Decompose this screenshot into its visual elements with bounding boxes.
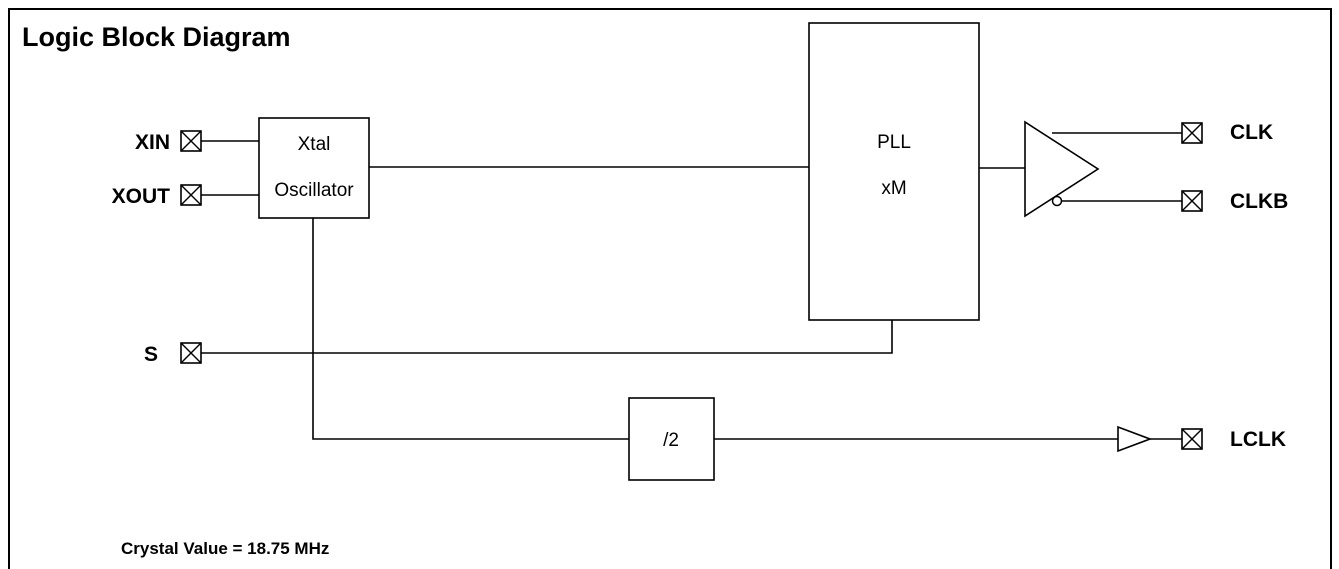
oscillator-label-line2: Oscillator	[274, 180, 354, 201]
diagram-frame	[8, 8, 1332, 569]
divider-label: /2	[663, 430, 679, 451]
lclk-buffer-icon	[1117, 425, 1153, 453]
pll-label-line2: xM	[881, 178, 906, 199]
pin-xout: XOUT	[112, 184, 202, 208]
pin-lclk: LCLK	[1181, 428, 1286, 451]
pin-label-s: S	[144, 343, 158, 366]
pin-clk: CLK	[1181, 121, 1273, 144]
oscillator-label-line1: Xtal	[298, 134, 331, 155]
pin-label-lclk: LCLK	[1230, 428, 1286, 451]
differential-driver-icon	[1024, 120, 1100, 218]
pin-xin: XIN	[135, 130, 202, 154]
pll-label-line1: PLL	[877, 132, 911, 153]
crystal-value-note: Crystal Value = 18.75 MHz	[121, 539, 329, 558]
wire-s-pll	[201, 320, 893, 354]
oscillator-block	[258, 117, 370, 219]
pin-label-xin: XIN	[135, 131, 170, 154]
diagram-title: Logic Block Diagram	[22, 22, 291, 52]
inverter-bubble-icon	[1051, 195, 1063, 207]
pin-label-clk: CLK	[1230, 121, 1273, 144]
wire-osc-divider	[312, 218, 629, 440]
pin-label-xout: XOUT	[112, 185, 171, 208]
pin-s: S	[144, 342, 202, 366]
pll-block	[808, 22, 980, 321]
pin-label-clkb: CLKB	[1230, 190, 1288, 213]
pin-clkb: CLKB	[1181, 190, 1288, 213]
